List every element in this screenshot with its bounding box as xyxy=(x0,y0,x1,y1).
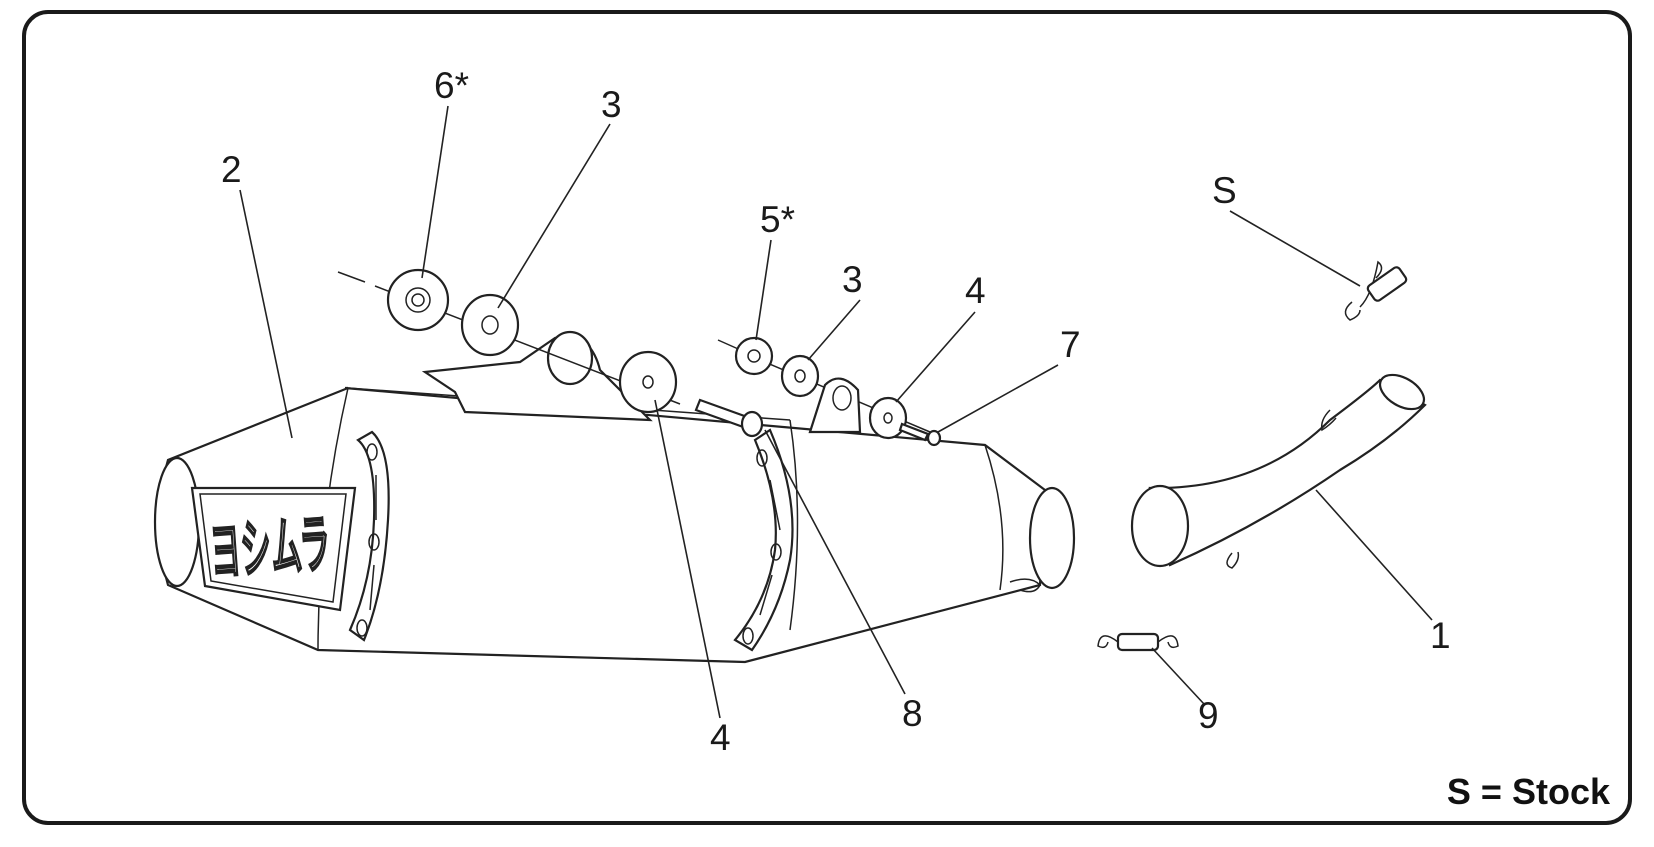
collar-5 xyxy=(734,336,774,376)
callout-s: S xyxy=(1212,170,1237,211)
sleeve-band-front xyxy=(348,430,390,642)
callout-8: 8 xyxy=(902,693,923,734)
callout-4a: 4 xyxy=(710,717,731,758)
callouts: 6* 3 2 5* 3 4 7 S 1 4 8 9 xyxy=(221,65,1451,758)
spring-9 xyxy=(1097,632,1179,652)
callout-3b: 3 xyxy=(842,259,863,300)
link-pipe-body xyxy=(1148,378,1427,567)
logo-plate-inner xyxy=(199,493,347,603)
link-pipe xyxy=(1130,373,1427,569)
left-hardware-stack xyxy=(337,268,764,438)
right-hardware-stack xyxy=(717,336,942,447)
callout-2: 2 xyxy=(221,149,242,190)
callout-5: 5* xyxy=(760,199,795,240)
sleeve-band-rear xyxy=(733,428,794,652)
grommet-3b xyxy=(780,354,820,398)
logo-text: ヨシムラ xyxy=(208,508,333,590)
grommet-3a xyxy=(460,293,520,357)
callout-7: 7 xyxy=(1060,324,1081,365)
callout-6: 6* xyxy=(434,65,469,106)
spring-stock xyxy=(1344,260,1408,321)
leader-lines xyxy=(239,105,1433,719)
washer-4b xyxy=(868,396,908,440)
callout-3a: 3 xyxy=(601,84,622,125)
body-spring-hook xyxy=(1009,578,1041,593)
bracket-hole xyxy=(546,330,594,386)
muffler: ヨシムラ xyxy=(153,330,1076,664)
link-pipe-outlet-end xyxy=(1378,373,1426,411)
muffler-inlet xyxy=(1028,486,1076,590)
muffler-rear-taper xyxy=(789,419,799,631)
screw-7 xyxy=(898,422,930,442)
legend-stock: S = Stock xyxy=(1446,771,1610,812)
callout-9: 9 xyxy=(1198,695,1219,736)
washer-4a xyxy=(618,350,678,414)
callout-1: 1 xyxy=(1430,615,1451,656)
callout-4b: 4 xyxy=(965,270,986,311)
logo-plate xyxy=(190,486,357,612)
collar-6 xyxy=(386,268,450,332)
muffler-body-bottom xyxy=(317,649,746,663)
link-pipe-inlet-end xyxy=(1130,484,1190,568)
muffler-outlet xyxy=(153,456,201,588)
